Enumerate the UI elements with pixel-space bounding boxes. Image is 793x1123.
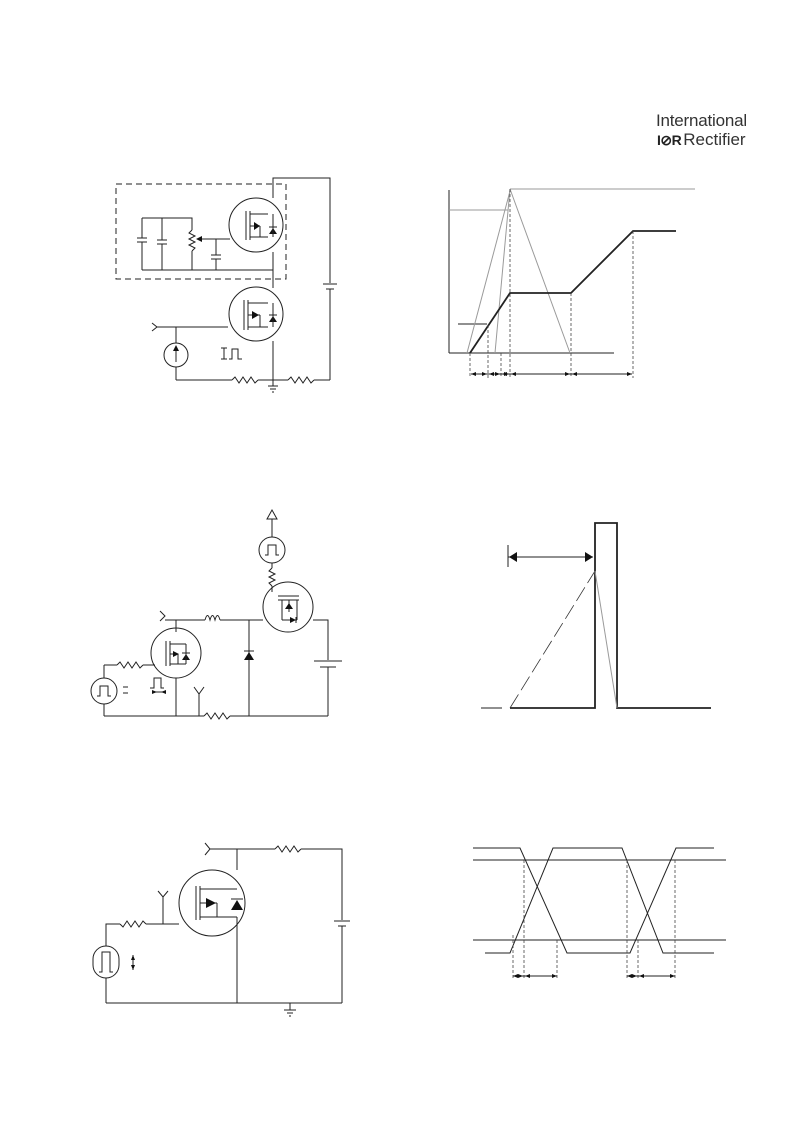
brand-line2: Rectifier — [683, 130, 746, 149]
battery-icon — [334, 920, 350, 927]
pulse-source-icon — [258, 536, 286, 564]
current-source-icon — [163, 342, 189, 368]
inductor-icon — [204, 615, 221, 622]
resistor-icon — [203, 712, 231, 720]
gate-charge-test-circuit — [115, 177, 337, 393]
ground-icon — [268, 380, 278, 393]
mosfet-symbol-icon — [150, 627, 202, 679]
resistor-icon — [274, 845, 302, 853]
battery-icon — [323, 283, 337, 290]
diode-icon — [244, 650, 254, 660]
gate-charge-waveform — [448, 188, 695, 378]
same-type-dut-box — [115, 183, 287, 280]
pulse-source-icon — [92, 945, 120, 979]
unclamped-inductive-waveform — [481, 522, 711, 709]
resistor-icon — [187, 229, 197, 252]
mosfet-symbol-icon — [262, 581, 314, 633]
resistor-icon — [116, 661, 144, 669]
unclamped-inductive-test-circuit — [90, 508, 342, 720]
battery-icon — [314, 660, 342, 668]
mosfet-symbol-icon — [228, 286, 284, 342]
switching-time-waveforms — [473, 847, 726, 980]
pulse-source-icon — [90, 677, 118, 705]
brand-logo-mark: I⊘R — [657, 132, 682, 148]
resistor-icon — [119, 920, 147, 928]
ground-icon — [284, 1003, 296, 1017]
brand-line1: International — [656, 111, 747, 130]
mosfet-symbol-icon — [178, 869, 246, 937]
pulse-indicator-icon — [221, 347, 242, 360]
mosfet-symbol-icon — [228, 197, 284, 253]
resistor-icon — [267, 567, 277, 587]
resistor-icon — [287, 376, 315, 384]
switching-time-test-circuit — [92, 842, 350, 1017]
resistor-icon — [231, 376, 259, 384]
